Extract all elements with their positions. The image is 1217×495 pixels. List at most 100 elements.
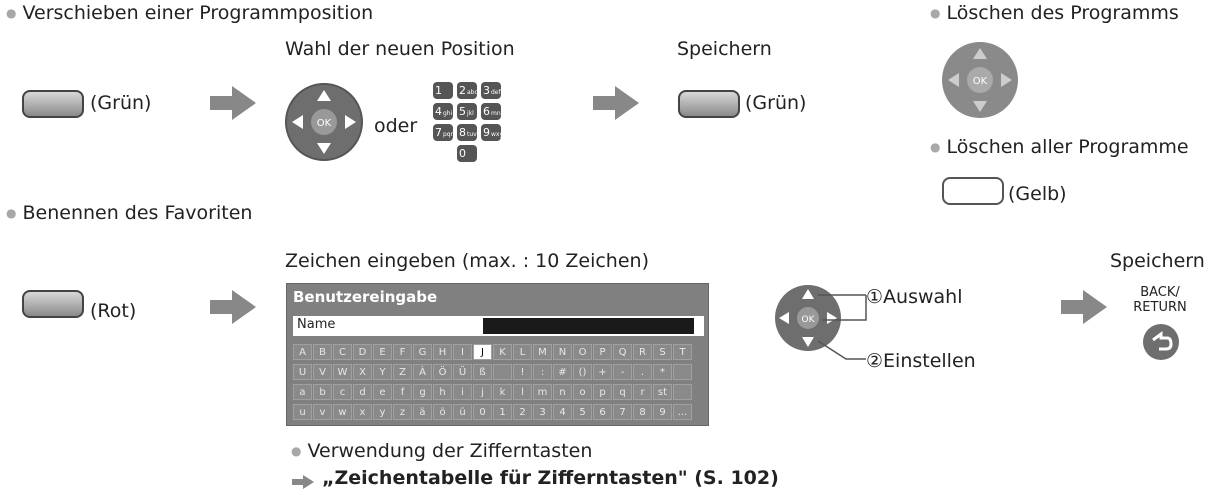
keyboard-key[interactable]: P	[593, 344, 612, 360]
keyboard-key[interactable]: i	[453, 384, 472, 400]
numpad-key-4[interactable]: 4ghi	[433, 103, 453, 120]
character-table-link[interactable]: „Zeichentabelle für Zifferntasten" (S. 1…	[322, 467, 779, 489]
keyboard-key[interactable]: I	[453, 344, 472, 360]
keyboard-key[interactable]: F	[393, 344, 412, 360]
arrow-right-icon	[593, 86, 639, 120]
keyboard-key[interactable]: N	[553, 344, 572, 360]
numpad-key-5[interactable]: 5jkl	[457, 103, 477, 120]
keyboard-key[interactable]: q	[613, 384, 632, 400]
keyboard-key[interactable]: d	[353, 384, 372, 400]
keyboard-key[interactable]: b	[313, 384, 332, 400]
keyboard-key[interactable]: z	[393, 404, 412, 420]
keyboard-key[interactable]: K	[493, 344, 512, 360]
keyboard-key[interactable]: R	[633, 344, 652, 360]
keyboard-key[interactable]	[673, 364, 692, 380]
keyboard-key[interactable]: 8	[633, 404, 652, 420]
keyboard-key[interactable]: a	[293, 384, 312, 400]
keyboard-key[interactable]: e	[373, 384, 392, 400]
keyboard-key[interactable]: M	[533, 344, 552, 360]
keyboard-key[interactable]: p	[593, 384, 612, 400]
numpad-key-8[interactable]: 8tuv	[457, 124, 477, 141]
keyboard-key[interactable]: +	[593, 364, 612, 380]
numpad-key-6[interactable]: 6mno	[481, 103, 505, 120]
keyboard-key[interactable]: o	[573, 384, 592, 400]
numpad-key-0[interactable]: 0	[457, 145, 477, 162]
keyboard-key[interactable]: X	[353, 364, 372, 380]
keyboard-key[interactable]: ()	[573, 364, 592, 380]
keyboard-key[interactable]: A	[293, 344, 312, 360]
keyboard-key[interactable]: ...	[673, 404, 692, 420]
keyboard-key[interactable]: 2	[513, 404, 532, 420]
keyboard-key[interactable]: m	[533, 384, 552, 400]
keyboard-key[interactable]: y	[373, 404, 392, 420]
keyboard-key[interactable]: 3	[533, 404, 552, 420]
keyboard-key[interactable]: #	[553, 364, 572, 380]
keyboard-key[interactable]: 4	[553, 404, 572, 420]
keyboard-key[interactable]: S	[653, 344, 672, 360]
keyboard-key[interactable]: n	[553, 384, 572, 400]
keyboard-key[interactable]: x	[353, 404, 372, 420]
keyboard-key[interactable]: v	[313, 404, 332, 420]
back-return-button-icon[interactable]	[1141, 322, 1181, 362]
red-button[interactable]	[22, 290, 84, 318]
keyboard-key[interactable]: L	[513, 344, 532, 360]
keyboard-key[interactable]: l	[513, 384, 532, 400]
keyboard-key[interactable]: .	[633, 364, 652, 380]
keyboard-key[interactable]: T	[673, 344, 692, 360]
keyboard-key[interactable]: J	[473, 344, 492, 360]
keyboard-key[interactable]: -	[613, 364, 632, 380]
keyboard-key[interactable]: Q	[613, 344, 632, 360]
keyboard-key[interactable]: :	[533, 364, 552, 380]
keyboard-key[interactable]: c	[333, 384, 352, 400]
keyboard-key[interactable]: r	[633, 384, 652, 400]
keyboard-key[interactable]: ä	[413, 404, 432, 420]
keyboard-key[interactable]: w	[333, 404, 352, 420]
keyboard-key[interactable]: 9	[653, 404, 672, 420]
keyboard-key[interactable]: 6	[593, 404, 612, 420]
keyboard-key[interactable]: 0	[473, 404, 492, 420]
numpad-key-1[interactable]: 1	[433, 82, 453, 99]
keyboard-key[interactable]: ö	[433, 404, 452, 420]
keyboard-key[interactable]: 7	[613, 404, 632, 420]
keyboard-key[interactable]	[673, 384, 692, 400]
section-heading-rename: Benennen des Favoriten	[6, 202, 252, 224]
green-button[interactable]	[22, 90, 84, 118]
keyboard-key[interactable]: D	[353, 344, 372, 360]
keyboard-key[interactable]: g	[413, 384, 432, 400]
keyboard-key[interactable]: 1	[493, 404, 512, 420]
keyboard-key[interactable]: U	[293, 364, 312, 380]
green-button[interactable]	[678, 90, 740, 118]
keyboard-key[interactable]: 5	[573, 404, 592, 420]
keyboard-key[interactable]: j	[473, 384, 492, 400]
keyboard-key[interactable]: C	[333, 344, 352, 360]
numpad-key-3[interactable]: 3def	[481, 82, 501, 99]
keyboard-key[interactable]: À	[413, 364, 432, 380]
keyboard-key[interactable]: V	[313, 364, 332, 380]
keyboard-key[interactable]: E	[373, 344, 392, 360]
keyboard-key[interactable]: ß	[473, 364, 492, 380]
keyboard-key[interactable]: k	[493, 384, 512, 400]
keyboard-key[interactable]: H	[433, 344, 452, 360]
keyboard-key[interactable]	[493, 364, 512, 380]
keyboard-key[interactable]: f	[393, 384, 412, 400]
keyboard-key[interactable]: h	[433, 384, 452, 400]
numpad-key-2[interactable]: 2abc	[457, 82, 478, 99]
keyboard-key[interactable]: G	[413, 344, 432, 360]
keyboard-key[interactable]: u	[293, 404, 312, 420]
yellow-button[interactable]	[942, 177, 1004, 205]
keyboard-key[interactable]: *	[653, 364, 672, 380]
keyboard-key[interactable]: B	[313, 344, 332, 360]
keyboard-key[interactable]: !	[513, 364, 532, 380]
keyboard-key[interactable]: W	[333, 364, 352, 380]
keyboard-key[interactable]: Ö	[433, 364, 452, 380]
keyboard-key[interactable]: Y	[373, 364, 392, 380]
keyboard-key[interactable]: Ü	[453, 364, 472, 380]
name-field[interactable]	[483, 318, 694, 334]
keyboard-key[interactable]: st	[653, 384, 672, 400]
keyboard-key[interactable]: Z	[393, 364, 412, 380]
numpad-key-9[interactable]: 9wxyz	[481, 124, 507, 141]
numpad-key-7[interactable]: 7pqrs	[433, 124, 457, 141]
keyboard-key[interactable]: ü	[453, 404, 472, 420]
keyboard-key[interactable]: O	[573, 344, 592, 360]
